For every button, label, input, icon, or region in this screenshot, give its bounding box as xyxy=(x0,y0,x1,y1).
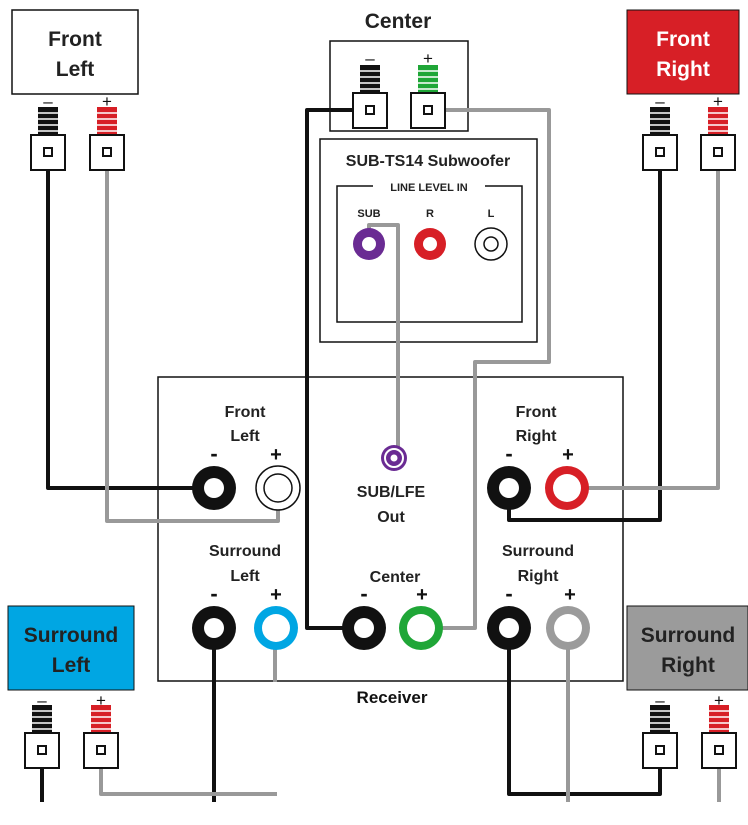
receiver-surround-right-label-1: Surround xyxy=(502,543,574,560)
front-right-plus-terminal xyxy=(700,106,736,171)
receiver-label: Receiver xyxy=(357,688,428,707)
receiver-front-left-label-2: Left xyxy=(230,428,260,445)
wire-front-left-minus xyxy=(46,158,216,490)
receiver-front-right-plus-post xyxy=(545,466,589,510)
plus-sign: + xyxy=(714,691,724,710)
wire-center-minus xyxy=(305,108,372,630)
receiver-surround-left-plus-post xyxy=(254,606,298,650)
front-left-speaker-label-1: Front xyxy=(48,28,102,51)
surround-left-speaker-box xyxy=(7,605,135,691)
receiver-sub-lfe-jack xyxy=(381,445,407,471)
center-speaker-label: Center xyxy=(365,10,432,33)
receiver-surround-right-label-2: Right xyxy=(518,568,560,585)
front-right-speaker-label-2: Right xyxy=(656,58,710,81)
receiver-surround-left-minus-post xyxy=(192,606,236,650)
surround-left-terminals: – + xyxy=(24,691,119,769)
plus-sign: + xyxy=(564,584,576,606)
minus-sign: - xyxy=(360,581,367,606)
minus-sign: - xyxy=(505,441,512,466)
receiver-surround-right-plus-post xyxy=(546,606,590,650)
r-rca-jack xyxy=(414,228,446,260)
minus-sign: - xyxy=(210,441,217,466)
sub-jack-label: SUB xyxy=(357,208,380,220)
plus-sign: + xyxy=(270,444,282,466)
surround-right-speaker-box xyxy=(626,605,748,691)
receiver-center-minus-post xyxy=(342,606,386,650)
center-speaker-box xyxy=(329,40,469,132)
plus-sign: + xyxy=(713,92,723,111)
front-right-terminals: – + xyxy=(642,92,736,171)
plus-sign: + xyxy=(96,691,106,710)
front-right-speaker-box xyxy=(626,9,740,95)
front-right-speaker-label-1: Front xyxy=(656,28,710,51)
receiver-front-right-label-2: Right xyxy=(516,428,558,445)
receiver-center-label: Center xyxy=(370,569,421,586)
receiver-surround-right-minus-post xyxy=(487,606,531,650)
l-jack-label: L xyxy=(488,208,495,220)
minus-sign: – xyxy=(655,691,665,710)
wire-surround-right-minus xyxy=(507,626,662,796)
r-jack-label: R xyxy=(426,208,434,220)
receiver-surround-left-label-1: Surround xyxy=(209,543,281,560)
surround-right-minus-terminal xyxy=(642,704,678,769)
wire-center-plus xyxy=(418,108,551,630)
minus-sign: – xyxy=(37,691,47,710)
front-right-minus-terminal xyxy=(642,106,678,171)
plus-sign: + xyxy=(416,584,428,606)
minus-sign: – xyxy=(365,49,375,68)
wire-surround-left-plus xyxy=(99,756,277,796)
plus-sign: + xyxy=(102,92,112,111)
front-left-speaker-box xyxy=(11,9,139,95)
surround-right-plus-terminal xyxy=(701,704,737,769)
surround-right-speaker-label-2: Right xyxy=(661,654,715,677)
subwoofer-title: SUB-TS14 Subwoofer xyxy=(346,153,510,170)
receiver-front-left-label-1: Front xyxy=(225,404,267,421)
surround-left-speaker-label-1: Surround xyxy=(24,624,119,647)
receiver-surround-left-label-2: Left xyxy=(230,568,260,585)
receiver-front-right-label-1: Front xyxy=(516,404,558,421)
receiver-front-right-minus-post xyxy=(487,466,531,510)
receiver-front-left-plus-post xyxy=(255,465,301,511)
surround-left-speaker-label-2: Left xyxy=(52,654,91,677)
surround-right-terminals: – + xyxy=(642,691,737,769)
minus-sign: – xyxy=(43,92,53,111)
receiver-sub-lfe-label-1: SUB/LFE xyxy=(357,484,426,501)
surround-left-minus-terminal xyxy=(24,704,60,769)
receiver-center-plus-post xyxy=(399,606,443,650)
wire-front-right-plus xyxy=(563,158,720,490)
front-left-speaker-label-2: Left xyxy=(56,58,95,81)
center-terminals: – + xyxy=(352,49,446,129)
plus-sign: + xyxy=(423,49,433,68)
minus-sign: - xyxy=(505,581,512,606)
minus-sign: - xyxy=(210,581,217,606)
front-left-plus-terminal xyxy=(89,106,125,171)
surround-left-plus-terminal xyxy=(83,704,119,769)
plus-sign: + xyxy=(562,444,574,466)
sub-rca-jack xyxy=(353,228,385,260)
receiver-sub-lfe-label-2: Out xyxy=(377,509,405,526)
surround-right-speaker-label-1: Surround xyxy=(641,624,736,647)
receiver-front-left-minus-post xyxy=(192,466,236,510)
l-rca-jack xyxy=(474,227,508,261)
line-level-in-label: LINE LEVEL IN xyxy=(390,182,467,194)
front-left-terminals: – + xyxy=(30,92,125,171)
plus-sign: + xyxy=(270,584,282,606)
minus-sign: – xyxy=(655,92,665,111)
front-left-minus-terminal xyxy=(30,106,66,171)
